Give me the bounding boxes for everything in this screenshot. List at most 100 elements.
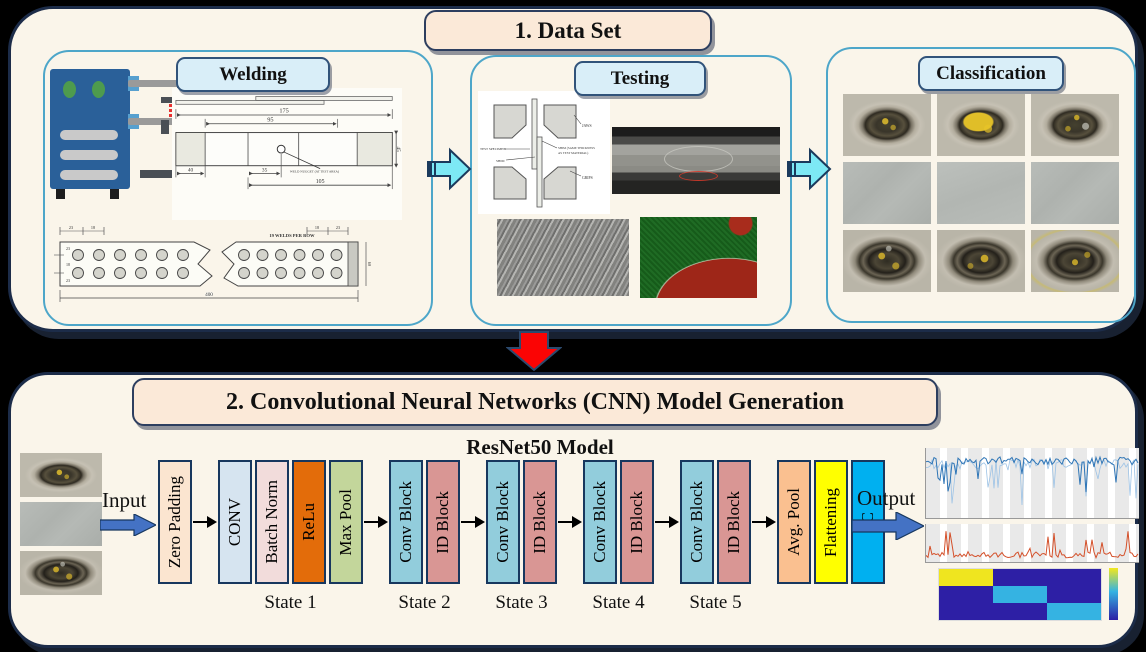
dataset-flow-arrow-icon <box>426 142 472 201</box>
block-id-block: ID Block <box>717 460 751 584</box>
stage-blocks: CONV Batch Norm ReLu Max Pool <box>218 460 363 584</box>
nugget-note: WELD NUGGET (AT TEST AREA) <box>290 170 339 174</box>
block-id-block: ID Block <box>523 460 557 584</box>
machine-lower-arm <box>128 118 178 125</box>
confusion-cell <box>939 586 993 603</box>
block-label: ID Block <box>724 490 743 554</box>
machine-pedal <box>140 170 190 178</box>
block-avg-pool: Avg. Pool <box>777 460 811 584</box>
weld-image <box>937 230 1025 292</box>
input-label: Input <box>102 488 147 512</box>
dim-18b: 18 <box>315 225 319 230</box>
machine-vent <box>60 130 118 140</box>
block-label: CONV <box>225 497 244 547</box>
welds-per-row-note: 19 WELDS PER ROW <box>269 233 315 238</box>
classification-label: Classification <box>918 56 1064 91</box>
flow-arrow-icon <box>558 515 582 534</box>
block-id-block: ID Block <box>620 460 654 584</box>
weld-cross-section-image <box>612 127 780 194</box>
block-label: ID Block <box>433 490 452 554</box>
stage-name: State 5 <box>689 592 742 613</box>
block-label: Avg. Pool <box>784 488 803 556</box>
cnn-title: 2. Convolutional Neural Networks (CNN) M… <box>132 378 938 426</box>
block-conv-block: Conv Block <box>583 460 617 584</box>
block-relu: ReLu <box>292 460 326 584</box>
accuracy-plot-image <box>925 448 1139 519</box>
stage-name: State 1 <box>264 592 317 613</box>
dim-left-23: 23 <box>66 246 70 251</box>
weld-spots <box>72 249 343 279</box>
block-label: Zero Padding <box>165 475 184 569</box>
block-label: ID Block <box>530 490 549 554</box>
fracture-surface-image <box>497 219 629 296</box>
confusion-cell <box>939 569 993 586</box>
dim-175: 175 <box>279 108 289 115</box>
machine-vent <box>60 170 118 180</box>
confusion-cell <box>993 603 1047 620</box>
stage-blocks: Conv Block ID Block <box>583 460 654 584</box>
block-flattening: Flattening <box>814 460 848 584</box>
dim-105: 105 <box>316 179 325 185</box>
dataset-flow-arrow-icon <box>786 142 832 201</box>
dim-45: 45 <box>395 146 401 152</box>
weld-image <box>1031 94 1119 156</box>
block-label: Flattening <box>821 487 840 557</box>
weld-strip-svg: 19 WELDS PER ROW 23 18 18 23 23 18 23 40… <box>54 225 372 302</box>
shim-label: SHIM <box>496 159 504 163</box>
weld-image <box>843 94 931 156</box>
block-zero-padding: Zero Padding <box>158 460 192 584</box>
flow-arrow-icon <box>752 515 776 534</box>
confusion-cell <box>1047 569 1101 586</box>
stage-name: State 4 <box>592 592 645 613</box>
stage-name: State 2 <box>398 592 451 613</box>
dim-40: 40 <box>188 168 194 174</box>
jaws-label: JAWS <box>582 124 592 128</box>
machine-light-icon <box>63 81 76 98</box>
machine-foot <box>56 189 65 199</box>
block-conv-block: Conv Block <box>389 460 423 584</box>
flow-arrow-icon <box>655 515 679 534</box>
block-label: ReLu <box>299 503 318 541</box>
section-flow-arrow-icon <box>505 330 563 377</box>
confusion-matrix-grid <box>938 568 1102 621</box>
input-image <box>20 453 102 497</box>
testing-panel <box>470 55 792 326</box>
flow-arrow-icon <box>364 515 388 534</box>
test-setup-svg: JAWS SHIM (SAME THICKNESS AS TEST MATERI… <box>480 98 595 208</box>
testing-label: Testing <box>574 61 706 96</box>
stage-blocks: Conv Block ID Block <box>389 460 460 584</box>
flow-arrow-icon <box>461 515 485 534</box>
welding-machine-illustration <box>48 64 198 204</box>
specimen-drawing: 175 95 WELD NUGGET (AT TEST AREA) 45 40 … <box>172 88 402 220</box>
input-image <box>20 551 102 595</box>
weld-image <box>937 94 1025 156</box>
weld-image <box>1031 230 1119 292</box>
dim-35: 35 <box>262 168 268 174</box>
confusion-cell <box>1047 586 1101 603</box>
block-batch-norm: Batch Norm <box>255 460 289 584</box>
classification-panel <box>826 47 1136 323</box>
dataset-title: 1. Data Set <box>424 10 712 51</box>
dim-400: 400 <box>205 292 213 298</box>
weld-image <box>937 162 1025 224</box>
block-label: ID Block <box>627 490 646 554</box>
weld-image <box>1031 162 1119 224</box>
stage-name: State 3 <box>495 592 548 613</box>
block-id-block: ID Block <box>426 460 460 584</box>
dim-23b: 23 <box>336 225 340 230</box>
test-setup-diagram: JAWS SHIM (SAME THICKNESS AS TEST MATERI… <box>478 91 610 214</box>
machine-foot <box>110 189 119 199</box>
input-image <box>20 502 102 546</box>
block-label: Batch Norm <box>262 480 281 564</box>
block-label: Max Pool <box>336 488 355 556</box>
machine-vent <box>60 150 118 160</box>
stage-blocks: Zero Padding <box>158 460 192 584</box>
weld-spark-icon <box>169 104 173 118</box>
dim-60: 60 <box>367 262 372 266</box>
